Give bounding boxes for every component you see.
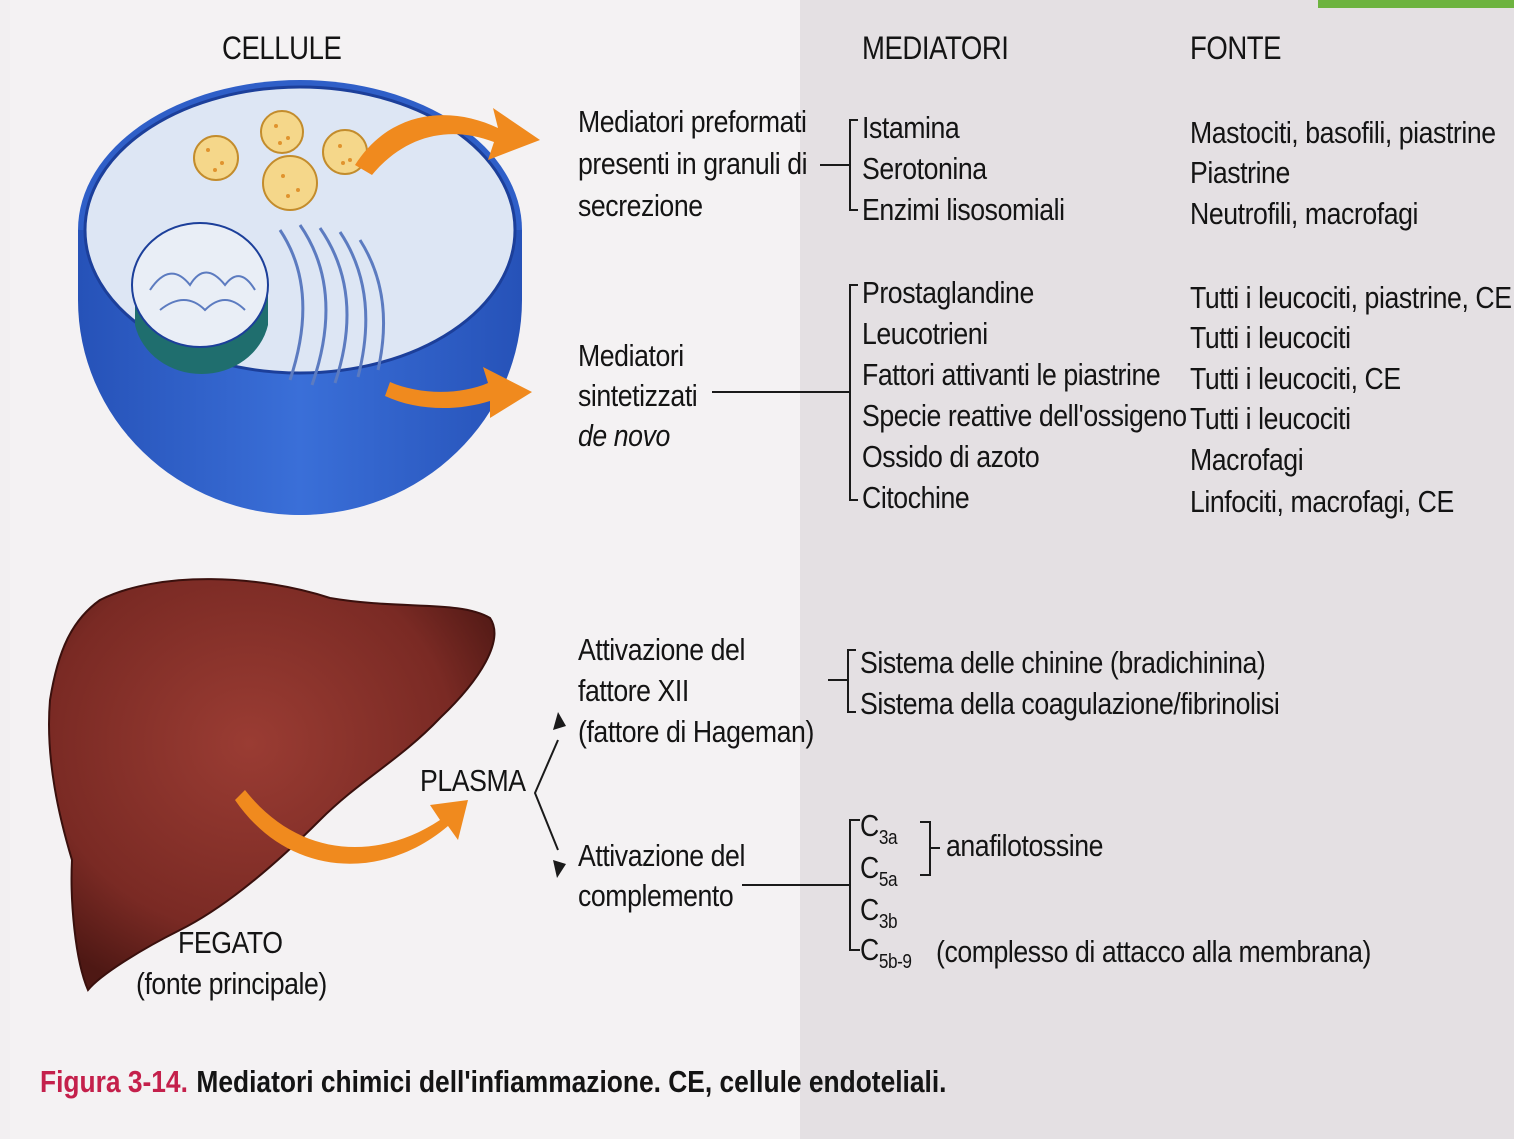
mediator-name: Istamina bbox=[862, 110, 960, 145]
cell-illustration bbox=[78, 80, 522, 515]
right-panel bbox=[800, 0, 1514, 1139]
bracket-complement bbox=[742, 819, 860, 951]
liver-illustration bbox=[48, 578, 496, 992]
mediator-name: Leucotrieni bbox=[862, 316, 988, 351]
bracket-anafilotossine bbox=[920, 821, 940, 876]
complement-fragment: C3a bbox=[860, 808, 898, 849]
membrane-attack-note: (complesso di attacco alla membrana) bbox=[936, 934, 1371, 969]
corner-accent bbox=[1318, 0, 1514, 8]
anafilotossine-label: anafilotossine bbox=[946, 828, 1104, 863]
header-source: FONTE bbox=[1190, 30, 1282, 66]
mediator-source: Tutti i leucociti, piastrine, CE bbox=[1190, 280, 1512, 315]
figure-caption: Figura 3-14.Mediatori chimici dell'infia… bbox=[40, 1064, 947, 1100]
mediator-name: Specie reattive dell'ossigeno bbox=[862, 398, 1187, 433]
mediator-source: Neutrofili, macrofagi bbox=[1190, 196, 1419, 231]
bracket-synthesized bbox=[712, 284, 858, 501]
header-cells: CELLULE bbox=[222, 30, 342, 66]
factor-xii-label-line: Attivazione del bbox=[578, 632, 745, 667]
mediator-source: Piastrine bbox=[1190, 155, 1290, 190]
liver-label-line: FEGATO bbox=[178, 925, 283, 960]
factor-xii-label-line: fattore XII bbox=[578, 673, 689, 708]
secretion-granules bbox=[193, 110, 368, 211]
preformed-label-line: secrezione bbox=[578, 188, 703, 223]
arrow-synthesized bbox=[385, 367, 532, 418]
mediator-source: Linfociti, macrofagi, CE bbox=[1190, 484, 1454, 519]
complement-fragment: C3b bbox=[860, 892, 898, 933]
complement-fragment: C5b-9 bbox=[860, 932, 912, 973]
bracket-preformed bbox=[820, 119, 858, 211]
complement-label-line: complemento bbox=[578, 878, 734, 913]
arrow-plasma bbox=[235, 790, 468, 864]
preformed-label-line: presenti in granuli di bbox=[578, 146, 808, 181]
header-mediators: MEDIATORI bbox=[862, 30, 1009, 66]
golgi-shape bbox=[278, 224, 386, 386]
mediator-source: Tutti i leucociti bbox=[1190, 401, 1351, 436]
liver-label-line: (fonte principale) bbox=[136, 966, 327, 1001]
mediator-source: Macrofagi bbox=[1190, 442, 1304, 477]
mediator-name: Enzimi lisosomiali bbox=[862, 192, 1065, 227]
complement-fragment: C5a bbox=[860, 850, 898, 891]
caption-text: Mediatori chimici dell'infiammazione. CE… bbox=[196, 1064, 947, 1099]
mediator-source: Tutti i leucociti bbox=[1190, 320, 1351, 355]
synthesized-label-line: Mediatori bbox=[578, 338, 684, 373]
plasma-fork bbox=[533, 739, 559, 851]
preformed-label-line: Mediatori preformati bbox=[578, 104, 807, 139]
mediator-name: Fattori attivanti le piastrine bbox=[862, 357, 1161, 392]
plasma-system: Sistema delle chinine (bradichinina) bbox=[860, 645, 1266, 680]
nucleus-shape bbox=[131, 222, 269, 375]
complement-label-line: Attivazione del bbox=[578, 838, 745, 873]
mediator-name: Citochine bbox=[862, 480, 970, 515]
figure-number: Figura 3-14. bbox=[40, 1064, 188, 1099]
arrow-preformed bbox=[355, 108, 540, 175]
mediator-source: Mastociti, basofili, piastrine bbox=[1190, 115, 1496, 150]
plasma-label: PLASMA bbox=[420, 763, 526, 798]
mediator-name: Serotonina bbox=[862, 151, 987, 186]
mediator-name: Ossido di azoto bbox=[862, 439, 1040, 474]
factor-xii-label-line: (fattore di Hageman) bbox=[578, 714, 814, 749]
mediator-source: Tutti i leucociti, CE bbox=[1190, 361, 1401, 396]
plasma-system: Sistema della coagulazione/fibrinolisi bbox=[860, 686, 1280, 721]
bracket-factor-xii bbox=[828, 649, 856, 713]
mediator-name: Prostaglandine bbox=[862, 275, 1034, 310]
synthesized-label-line: de novo bbox=[578, 418, 670, 453]
synthesized-label-line: sintetizzati bbox=[578, 378, 698, 413]
